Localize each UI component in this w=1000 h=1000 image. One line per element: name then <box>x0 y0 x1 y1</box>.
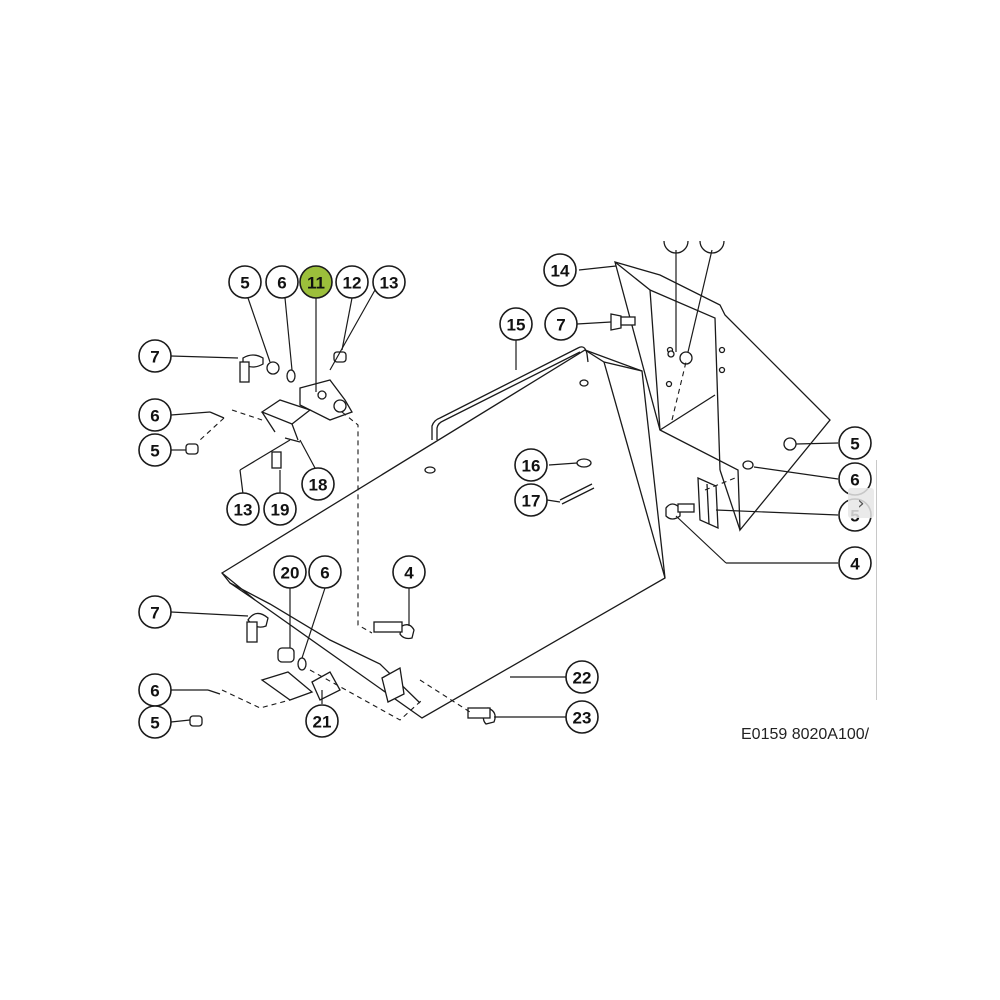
callout-6-a: 6 <box>265 265 299 299</box>
callout-21: 21 <box>305 704 339 738</box>
callout-circle <box>273 555 307 589</box>
callout-number: 7 <box>150 604 159 623</box>
hardware <box>185 313 797 727</box>
handle-rod <box>431 346 589 440</box>
leader-lines <box>170 249 839 723</box>
callout-circle <box>565 660 599 694</box>
callout-number: 5 <box>150 714 159 733</box>
callout-circle <box>499 307 533 341</box>
callout-number: 19 <box>271 501 290 520</box>
cropped-callout-circle <box>699 240 725 254</box>
divider-line <box>876 460 877 700</box>
callout-circle <box>138 398 172 432</box>
callout-number: 22 <box>573 669 592 688</box>
callout-number: 6 <box>850 471 859 490</box>
callout-circle <box>299 265 333 299</box>
assembly-lines <box>199 361 736 721</box>
callout-number: 6 <box>277 274 286 293</box>
callout-number: 17 <box>522 492 541 511</box>
chevron-right-icon: › <box>857 492 865 514</box>
callout-circle <box>514 483 548 517</box>
callout-12: 12 <box>335 265 369 299</box>
callout-circle <box>838 546 872 580</box>
callout-13-b: 13 <box>226 492 260 526</box>
callout-number: 23 <box>573 709 592 728</box>
callout-number: 12 <box>343 274 362 293</box>
callout-number: 15 <box>507 316 526 335</box>
callout-number: 13 <box>234 501 253 520</box>
callout-6-e: 6 <box>138 673 172 707</box>
callout-circle <box>543 253 577 287</box>
callout-number: 6 <box>320 564 329 583</box>
callout-circle <box>265 265 299 299</box>
callout-circle <box>335 265 369 299</box>
callout-circle <box>138 339 172 373</box>
callout-number: 14 <box>551 262 570 281</box>
cropped-callout-circle <box>663 240 689 254</box>
callout-circle <box>263 492 297 526</box>
callout-number: 6 <box>150 407 159 426</box>
hinge-plate <box>697 476 719 530</box>
callout-6-c: 6 <box>838 462 872 496</box>
callout-number: 18 <box>309 476 328 495</box>
callout-number: 16 <box>522 457 541 476</box>
callout-circle <box>301 467 335 501</box>
callout-18: 18 <box>301 467 335 501</box>
callout-number: 5 <box>240 274 249 293</box>
callout-number: 5 <box>850 435 859 454</box>
diagram-code-label: E0159 8020A100/ <box>741 726 870 743</box>
callout-number: 21 <box>313 713 332 732</box>
callout-7-b: 7 <box>544 307 578 341</box>
callout-circle <box>565 700 599 734</box>
callout-group: 5611121376513191814157161756544206765212… <box>138 240 872 739</box>
callout-4-a: 4 <box>838 546 872 580</box>
callout-7-c: 7 <box>138 595 172 629</box>
callout-6-d: 6 <box>308 555 342 589</box>
callout-20: 20 <box>273 555 307 589</box>
callout-number: 13 <box>380 274 399 293</box>
callout-number: 7 <box>150 348 159 367</box>
callout-circle <box>138 705 172 739</box>
callout-number: 5 <box>150 442 159 461</box>
callout-5-a: 5 <box>228 265 262 299</box>
callout-circle <box>228 265 262 299</box>
callout-15: 15 <box>499 307 533 341</box>
callout-17: 17 <box>514 483 548 517</box>
callout-circle <box>838 426 872 460</box>
side-bracket <box>614 261 831 532</box>
callout-number: 6 <box>150 682 159 701</box>
callout-circle <box>544 307 578 341</box>
callout-number: 20 <box>281 564 300 583</box>
callout-circle <box>514 448 548 482</box>
callout-number: 11 <box>307 274 325 293</box>
cover-panel <box>220 349 666 719</box>
callout-circle <box>226 492 260 526</box>
callout-5-e: 5 <box>138 705 172 739</box>
callout-5-b: 5 <box>138 433 172 467</box>
callout-circle <box>138 595 172 629</box>
callout-14: 14 <box>543 253 577 287</box>
callout-19: 19 <box>263 492 297 526</box>
next-image-button[interactable]: › <box>848 488 874 518</box>
callout-circle <box>392 555 426 589</box>
callout-circle <box>305 704 339 738</box>
callout-5-c: 5 <box>838 426 872 460</box>
callout-number: 7 <box>556 316 565 335</box>
callout-7-a: 7 <box>138 339 172 373</box>
callout-number: 4 <box>850 555 860 574</box>
callout-circle <box>138 433 172 467</box>
callout-6-b: 6 <box>138 398 172 432</box>
callout-number: 4 <box>404 564 414 583</box>
callout-13-a: 13 <box>372 265 406 299</box>
callout-4-b: 4 <box>392 555 426 589</box>
callout-22: 22 <box>565 660 599 694</box>
callout-11: 11 <box>299 265 333 299</box>
callout-circle <box>372 265 406 299</box>
callout-circle <box>308 555 342 589</box>
callout-23: 23 <box>565 700 599 734</box>
callout-16: 16 <box>514 448 548 482</box>
